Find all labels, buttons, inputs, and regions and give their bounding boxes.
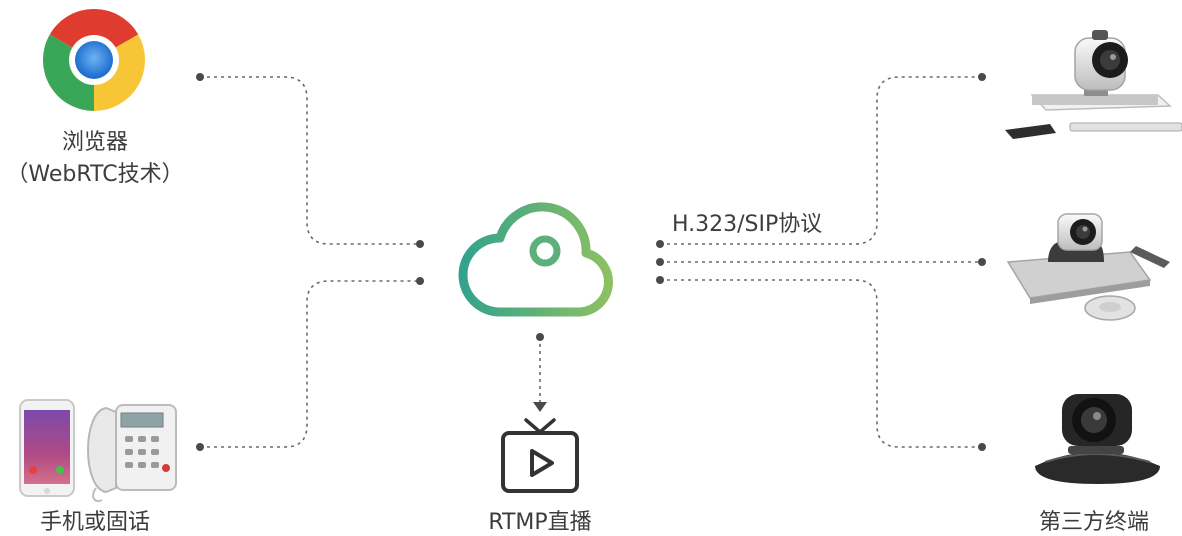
chrome-icon	[42, 8, 146, 112]
cloud-server-icon	[458, 202, 613, 317]
connector-terminal-1	[656, 73, 986, 248]
browser-label: 浏览器	[61, 130, 128, 155]
connector-terminal-3	[656, 276, 986, 451]
connector-browser	[196, 73, 424, 248]
connector-rtmp	[533, 333, 547, 412]
mobile-phone-icon	[19, 399, 75, 497]
tv-live-stream-icon	[501, 418, 579, 493]
landline-telephone-icon	[87, 404, 177, 502]
browser-tech-label: （WebRTC技术）	[6, 162, 184, 187]
connector-phone	[196, 277, 424, 451]
desktop-video-terminal-icon	[1006, 213, 1170, 321]
hd-camera-icon	[1035, 394, 1160, 484]
protocol-label: H.323/SIP协议	[672, 212, 823, 237]
rtmp-live-label: RTMP直播	[488, 510, 592, 535]
connector-terminal-2	[656, 258, 986, 266]
third-party-terminal-label: 第三方终端	[1038, 510, 1149, 535]
phone-label: 手机或固话	[39, 510, 150, 535]
video-conference-system-icon	[1005, 30, 1182, 139]
